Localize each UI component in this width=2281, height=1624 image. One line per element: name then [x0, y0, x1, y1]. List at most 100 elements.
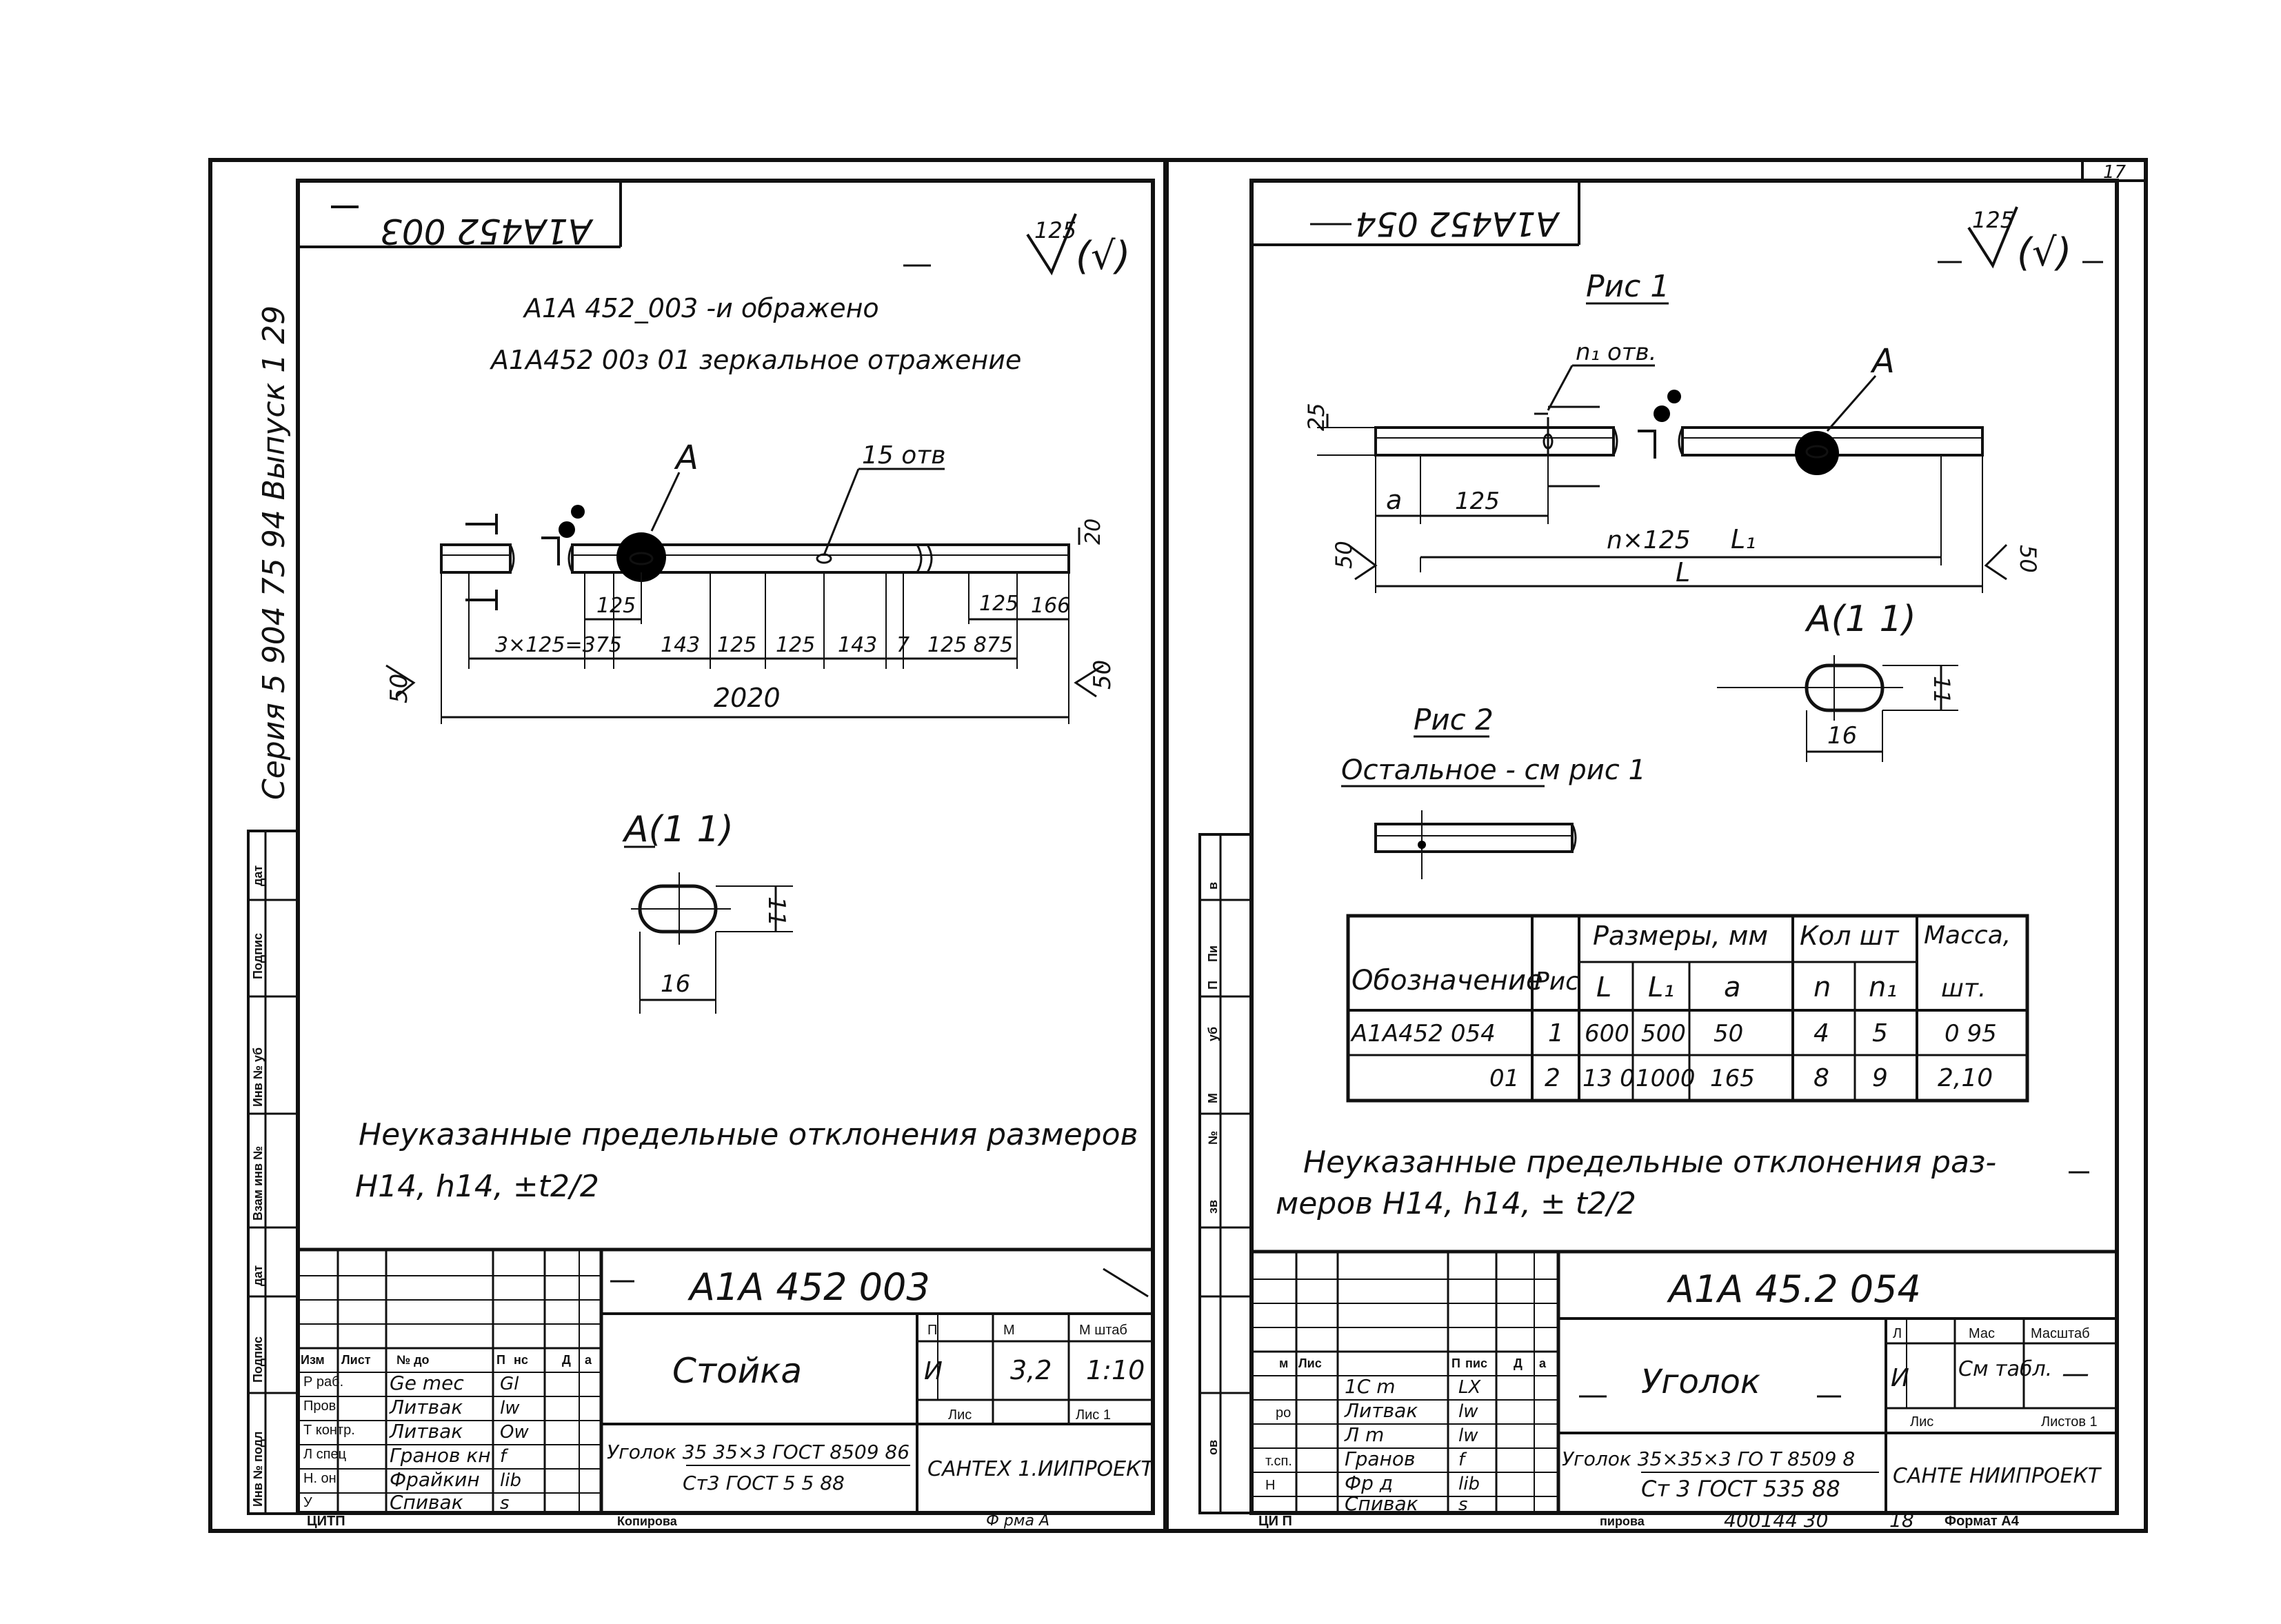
- drawing-label: М штаб: [1079, 1323, 1127, 1338]
- table-row: A1A452 054: [1350, 1020, 1496, 1047]
- left-tolerance-line-2: H14, h14, ±t2/2: [355, 1169, 599, 1204]
- drawing-label: Уголок 35 35×3 ГОСТ 8509 86: [607, 1441, 910, 1463]
- drawing-label: Обозначение: [1351, 965, 1543, 996]
- drawing-label: Пров: [303, 1399, 336, 1414]
- drawing-label: 1: [1548, 1019, 1564, 1047]
- drawing-label: 13 0: [1582, 1065, 1635, 1092]
- drawing-label: №: [1206, 1131, 1220, 1145]
- drawing-label: Инв № подл: [251, 1432, 265, 1507]
- drawing-label: L₁: [1731, 524, 1756, 554]
- drawing-label: Рис: [1534, 968, 1579, 996]
- drawing-label: 3,2: [1010, 1355, 1052, 1385]
- drawing-label: 15 отв: [862, 441, 945, 470]
- drawing-label: 7: [896, 633, 910, 657]
- drawing-label: Спивак: [390, 1491, 463, 1514]
- drawing-label: 143: [838, 633, 877, 657]
- drawing-label: ЦИТП: [307, 1514, 345, 1529]
- drawing-label: САНТЕХ 1.ИИПРОЕКТ: [927, 1457, 1155, 1481]
- drawing-label: а: [585, 1353, 592, 1367]
- right-part-drawing: n₁ отв. A 25 a 125 n×125 L₁ L 50 50: [1303, 339, 2041, 593]
- drawing-label: Масштаб: [2031, 1326, 2090, 1341]
- drawing-label: Т контр.: [303, 1423, 355, 1438]
- drawing-label: 600: [1585, 1020, 1629, 1047]
- drawing-label: П: [1451, 1356, 1460, 1370]
- drawing-label: 8: [1813, 1064, 1829, 1092]
- drawing-label: Лист: [341, 1353, 371, 1367]
- drawing-label: 2020: [714, 683, 781, 713]
- drawing-label: LX: [1458, 1377, 1481, 1398]
- left-note-2: A1A452 00з 01 зеркальное отражение: [489, 345, 1021, 375]
- drawing-label: П: [1206, 981, 1220, 990]
- drawing-label: 50: [1331, 541, 1357, 569]
- right-title-block: м Лис П пис Д а 1С m LX ро Литвак lw Л m…: [1252, 1250, 2117, 1532]
- drawing-label: уб: [1206, 1027, 1220, 1041]
- drawing-label: ЦИ П: [1258, 1514, 1292, 1529]
- right-fig2-note: Остальное - см рис 1: [1341, 754, 1646, 786]
- right-section-view: A(1 1) 11 16: [1717, 599, 1958, 762]
- drawing-label: П: [496, 1353, 505, 1367]
- drawing-label: 125 875: [927, 633, 1013, 657]
- drawing-label: пис: [1465, 1356, 1487, 1370]
- drawing-label: L₁: [1648, 972, 1674, 1003]
- drawing-label: —: [2062, 1358, 2089, 1390]
- drawing-label: 1С m: [1345, 1375, 1396, 1398]
- drawing-label: Д: [1514, 1356, 1523, 1370]
- drawing-label: 2: [1545, 1064, 1560, 1092]
- drawing-label: A(1 1): [1805, 599, 1916, 640]
- right-fig2-label: Рис 2: [1414, 703, 1494, 736]
- series-side-text: Серия 5 904 75 94 Выпуск 1 29: [257, 305, 292, 800]
- drawing-label: Масса,: [1924, 921, 2011, 950]
- drawing-label: Подпис: [251, 933, 265, 979]
- drawing-label: Копирова: [617, 1514, 678, 1528]
- left-tolerance-line-1: Неуказанные предельные отклонения размер…: [359, 1117, 1138, 1152]
- right-fig1-label: Рис 1: [1586, 269, 1669, 304]
- drawing-label: Ст3 ГОСТ 5 5 88: [683, 1472, 845, 1494]
- drawing-label: нс: [514, 1353, 528, 1367]
- drawing-label: У: [303, 1495, 312, 1510]
- drawing-label: 0 95: [1945, 1020, 1997, 1047]
- right-inner-frame: [1249, 179, 2119, 1515]
- drawing-label: Р раб.: [303, 1374, 343, 1390]
- drawing-label: a: [1724, 972, 1741, 1003]
- drawing-label: 20: [1081, 519, 1105, 545]
- drawing-label: 1:10: [1086, 1355, 1145, 1385]
- left-mirror-code-box: A1A452 003: [298, 181, 622, 251]
- drawing-label: ро: [1276, 1405, 1291, 1421]
- drawing-label: И: [924, 1357, 943, 1385]
- drawing-label: 50: [1089, 660, 1116, 690]
- right-data-table: Обозначение Рис Размеры, мм Кол шт Масса…: [1346, 914, 2029, 1103]
- drawing-label: в: [1206, 882, 1220, 890]
- drawing-label: 50: [385, 674, 413, 703]
- drawing-label: 400144 30: [1724, 1509, 1828, 1532]
- drawing-label: 165: [1710, 1065, 1755, 1092]
- drawing-label: 25: [1303, 403, 1329, 431]
- right-tolerance-line-2: меров H14, h14, ± t2/2: [1276, 1186, 1636, 1221]
- page-number: 17: [2103, 162, 2127, 183]
- drawing-label: 125: [717, 633, 756, 657]
- drawing-label: 1000: [1636, 1065, 1696, 1092]
- drawing-label: 11: [763, 896, 790, 926]
- drawing-label: A: [1870, 342, 1895, 381]
- drawing-label: 50: [2015, 545, 2041, 573]
- drawing-label: (√): [1076, 234, 1130, 279]
- left-title-block: Изм Лист № до П нс Д а Р раб. Ge mec Gl …: [298, 1247, 1155, 1530]
- drawing-label: A(1 1): [622, 809, 734, 850]
- drawing-label: 2,10: [1938, 1064, 1993, 1092]
- drawing-label: Инв № уб: [251, 1047, 265, 1107]
- drawing-label: lw: [1458, 1425, 1478, 1446]
- drawing-label: Литвак: [389, 1396, 463, 1419]
- right-roughness-symbol: 125 (√): [1938, 206, 2103, 275]
- drawing-label: 125: [1455, 488, 1500, 515]
- drawing-label: Лис: [948, 1407, 972, 1423]
- drawing-label: 3×125=375: [495, 633, 622, 657]
- drawing-label: n₁: [1869, 972, 1897, 1003]
- drawing-label: Гранов кн: [390, 1444, 491, 1467]
- drawing-label: n×125: [1607, 526, 1691, 554]
- drawing-label: s: [500, 1493, 510, 1514]
- drawing-label: Ф рма А: [986, 1512, 1049, 1530]
- drawing-label: n: [1813, 972, 1831, 1003]
- drawing-label: Взам инв №: [251, 1146, 265, 1221]
- drawing-label: Подпис: [251, 1336, 265, 1383]
- drawing-label: 11: [1929, 676, 1955, 704]
